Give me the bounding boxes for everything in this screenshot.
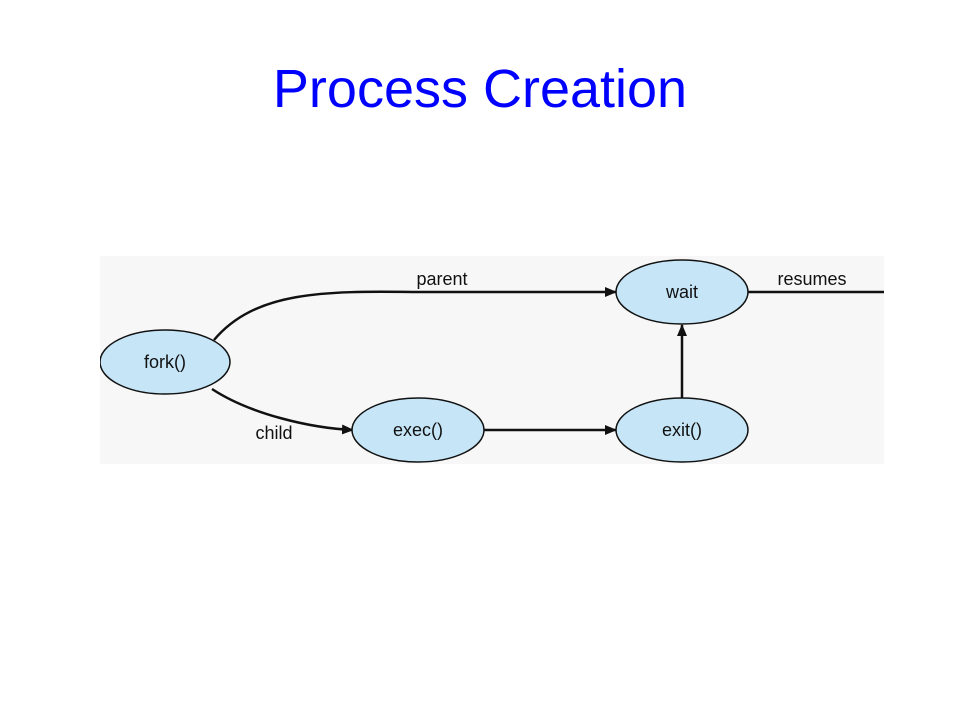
edge-parent: [213, 287, 617, 341]
edge-child: [211, 387, 354, 435]
edge-label-child: child: [255, 423, 292, 443]
edge-label-resumes: resumes: [777, 269, 846, 289]
process-creation-diagram: fork() wait exec() exit() parent child r…: [100, 256, 884, 464]
edge-label-parent: parent: [416, 269, 467, 289]
node-fork-label: fork(): [144, 352, 186, 372]
node-wait-label: wait: [665, 282, 698, 302]
node-exit-label: exit(): [662, 420, 702, 440]
node-exec-label: exec(): [393, 420, 443, 440]
node-exit: exit(): [615, 397, 749, 463]
page-title: Process Creation: [272, 59, 688, 119]
node-wait: wait: [615, 259, 749, 325]
node-fork: fork(): [100, 329, 231, 395]
node-exec: exec(): [351, 397, 485, 463]
diagram-canvas: fork() wait exec() exit() parent child r…: [100, 256, 884, 464]
